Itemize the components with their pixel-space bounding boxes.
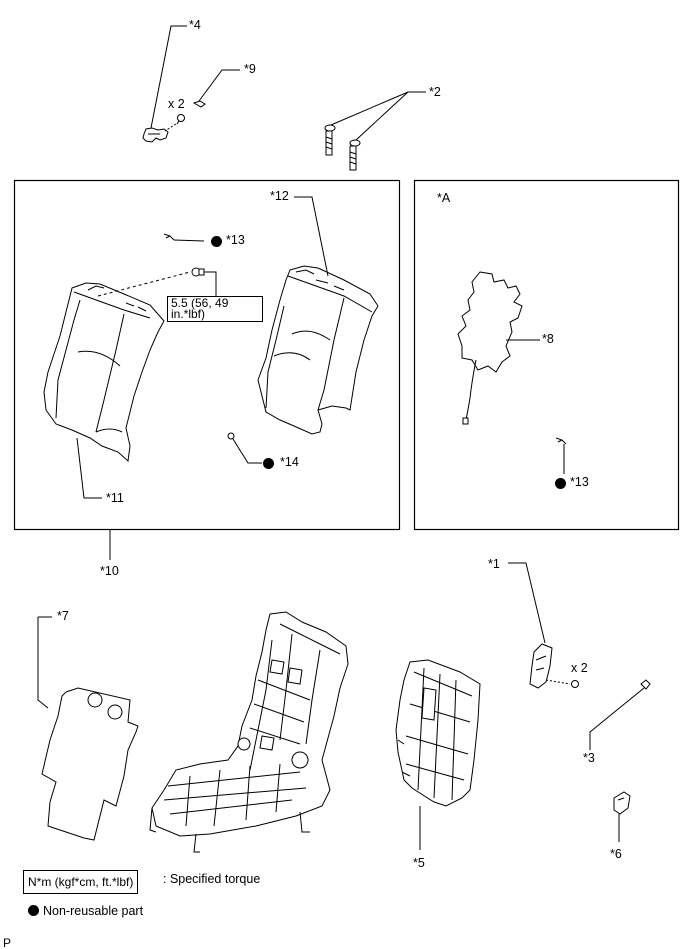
part-6-clip bbox=[613, 791, 631, 815]
screw-right-dashed bbox=[545, 679, 571, 685]
callout-3: *3 bbox=[583, 751, 595, 765]
torque-value-line2: in.*lbf) bbox=[171, 307, 206, 321]
callout-4: *4 bbox=[189, 18, 201, 32]
legend-nonreusable-label: Non-reusable part bbox=[43, 904, 144, 918]
leader-3 bbox=[589, 687, 645, 750]
callout-5: *5 bbox=[413, 856, 425, 870]
part-3-clip bbox=[640, 679, 651, 690]
leader-12 bbox=[294, 196, 329, 277]
legend-torque-desc: : Specified torque bbox=[163, 872, 261, 886]
pad-dashed-leader bbox=[97, 271, 191, 297]
leader-13a bbox=[173, 239, 205, 242]
callout-10: *10 bbox=[100, 564, 119, 578]
part-nut-torque bbox=[191, 267, 205, 277]
leader-9 bbox=[198, 69, 240, 102]
part-13-pin-b bbox=[555, 437, 567, 445]
part-4-hinge-cover bbox=[142, 127, 169, 143]
leader-14 bbox=[232, 438, 262, 464]
part-screw-small bbox=[176, 114, 185, 125]
callout-13b: *13 bbox=[570, 475, 589, 489]
callout-2: *2 bbox=[429, 85, 441, 99]
leader-2a bbox=[330, 91, 426, 126]
part-2-bolt-left bbox=[324, 124, 336, 156]
part-2-bolt-right bbox=[349, 139, 361, 171]
legend-nonreusable-dot bbox=[28, 905, 39, 916]
callout-11: *11 bbox=[106, 491, 124, 505]
torque-spec-box: 5.5 (56, 49 in.*lbf) bbox=[167, 296, 263, 322]
part-14-clip bbox=[227, 432, 235, 440]
torque-leader bbox=[204, 271, 217, 296]
leader-1 bbox=[508, 562, 546, 644]
part-1-recliner-cover bbox=[529, 643, 553, 689]
callout-9: *9 bbox=[244, 62, 256, 76]
figure-code: P bbox=[3, 936, 12, 949]
seat-frame-assembly bbox=[149, 611, 349, 853]
qty-label-top: x 2 bbox=[168, 97, 185, 111]
heater-detail-frame bbox=[413, 179, 680, 531]
nonreusable-dot-13a bbox=[211, 236, 222, 247]
callout-1: *1 bbox=[488, 557, 500, 571]
nonreusable-dot-14 bbox=[263, 458, 274, 469]
part-11-seatback-pad bbox=[43, 282, 165, 463]
torque-value-line1: 5.5 (56, 49 bbox=[171, 296, 229, 310]
leader-2b bbox=[355, 91, 409, 141]
part-9-clip bbox=[192, 100, 206, 108]
seatback-detail-frame bbox=[13, 179, 401, 531]
part-5-seatback-back-panel bbox=[395, 659, 481, 807]
leader-4 bbox=[150, 25, 187, 129]
leader-7 bbox=[37, 617, 49, 709]
callout-6: *6 bbox=[610, 847, 622, 861]
callout-7: *7 bbox=[57, 609, 69, 623]
part-screw-right bbox=[571, 680, 579, 688]
qty-label-right: x 2 bbox=[571, 661, 588, 675]
part-8-seatback-heater bbox=[457, 271, 523, 425]
nonreusable-dot-13b bbox=[555, 478, 566, 489]
callout-12: *12 bbox=[270, 189, 289, 203]
legend-torque-units: N*m (kgf*cm, ft.*lbf) bbox=[23, 870, 139, 894]
callout-A: *A bbox=[437, 191, 451, 205]
part-12-seatback-assy bbox=[257, 265, 379, 435]
leader-11 bbox=[76, 437, 102, 499]
callout-14: *14 bbox=[280, 455, 299, 469]
screw-dashed-leader bbox=[164, 123, 177, 132]
part-7-seatback-board bbox=[41, 687, 139, 841]
part-13-pin-a bbox=[163, 233, 175, 241]
callout-8: *8 bbox=[542, 332, 554, 346]
callout-13a: *13 bbox=[226, 233, 245, 247]
